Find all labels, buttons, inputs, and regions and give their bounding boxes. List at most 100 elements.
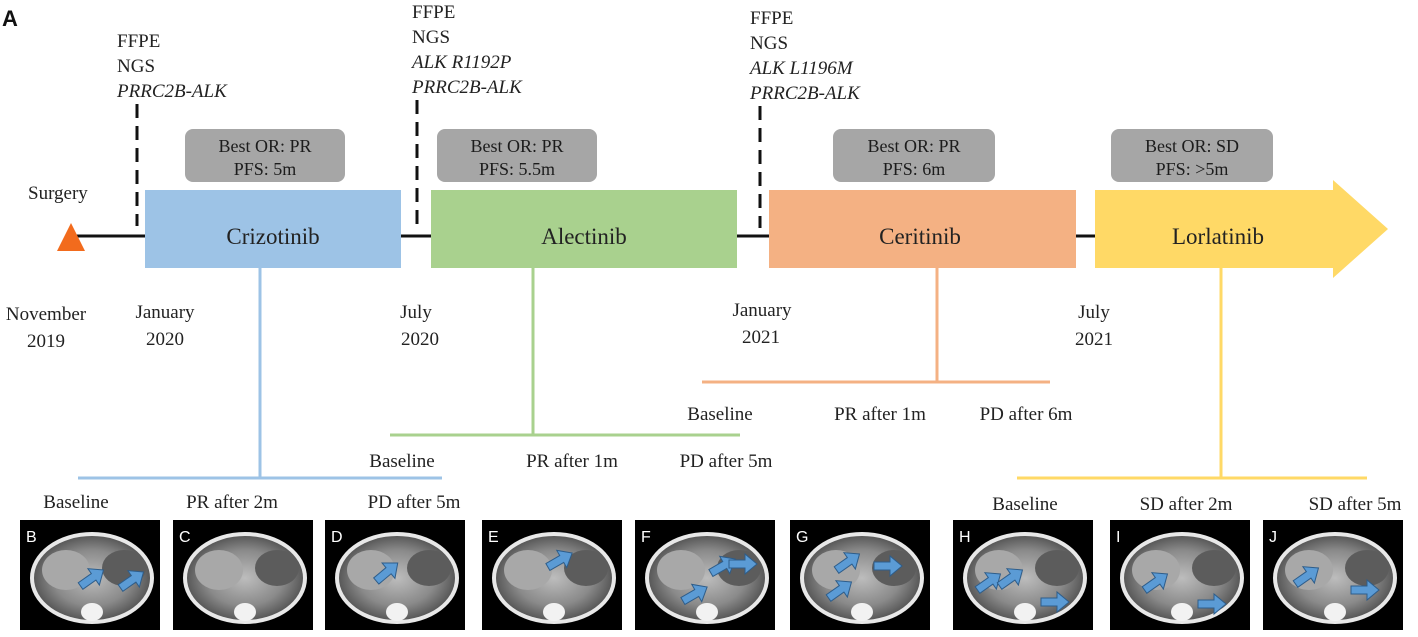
ct-spine bbox=[81, 603, 103, 621]
figure-label: A bbox=[2, 6, 18, 31]
ct-panel-h: H bbox=[953, 520, 1093, 630]
ct-panel-c: C bbox=[173, 520, 313, 630]
ngs2-fusion: PRRC2B-ALK bbox=[411, 77, 523, 98]
ct-spine bbox=[1014, 603, 1036, 621]
scan-label-alectinib-3: PD after 5m bbox=[680, 451, 773, 472]
ct-panel-d: D bbox=[325, 520, 465, 630]
scan-label-lorlatinib-2: SD after 2m bbox=[1140, 494, 1233, 515]
start-year-ceritinib: 2021 bbox=[742, 327, 780, 348]
lesion-arrow-icon bbox=[680, 583, 708, 606]
summary-box-lorlatinib bbox=[1111, 129, 1273, 182]
pfs-crizotinib: PFS: 5m bbox=[234, 159, 297, 179]
lesion-arrow-icon bbox=[1141, 572, 1169, 595]
lesion-arrow-icon bbox=[1040, 590, 1070, 614]
scan-label-ceritinib-1: Baseline bbox=[687, 404, 752, 425]
ngs3-line1: FFPE bbox=[750, 8, 793, 29]
lesion-arrow-icon bbox=[825, 580, 853, 603]
drug-bar-alectinib bbox=[431, 190, 737, 268]
ct-organ bbox=[1035, 550, 1079, 586]
ngs-annotation-2: FFPE NGS ALK R1192P PRRC2B-ALK bbox=[410, 2, 523, 226]
best-or-alectinib: Best OR: PR bbox=[470, 136, 563, 156]
drug-bar-crizotinib bbox=[145, 190, 401, 268]
ct-panel-letter: E bbox=[488, 529, 499, 546]
surgery-date-month: November bbox=[6, 304, 87, 325]
treatment-lorlatinib: Best OR: SD PFS: >5m Lorlatinib July 202… bbox=[992, 129, 1402, 515]
ngs3-fusion: PRRC2B-ALK bbox=[749, 83, 861, 104]
ct-liver bbox=[504, 550, 552, 590]
ct-spine bbox=[386, 603, 408, 621]
ct-organ bbox=[1192, 550, 1236, 586]
scan-label-crizotinib-2: PR after 2m bbox=[186, 492, 278, 513]
ngs3-line2: NGS bbox=[750, 33, 788, 54]
drug-name-alectinib: Alectinib bbox=[541, 224, 627, 249]
ct-panel-f: F bbox=[635, 520, 775, 630]
ct-spine bbox=[696, 603, 718, 621]
pfs-alectinib: PFS: 5.5m bbox=[479, 159, 555, 179]
scan-label-crizotinib-3: PD after 5m bbox=[368, 492, 461, 513]
pfs-lorlatinib: PFS: >5m bbox=[1156, 159, 1229, 179]
ngs3-mutation: ALK L1196M bbox=[748, 58, 854, 79]
ct-liver bbox=[42, 550, 90, 590]
surgery-marker-icon bbox=[57, 223, 85, 251]
ct-panel-letter: G bbox=[796, 529, 808, 546]
ngs-annotation-3: FFPE NGS ALK L1196M PRRC2B-ALK bbox=[748, 8, 861, 228]
ct-spine bbox=[543, 603, 565, 621]
ct-spine bbox=[1171, 603, 1193, 621]
scan-label-alectinib-1: Baseline bbox=[369, 451, 434, 472]
start-year-alectinib: 2020 bbox=[401, 329, 439, 350]
surgery-label: Surgery bbox=[28, 183, 88, 204]
drug-name-ceritinib: Ceritinib bbox=[879, 224, 961, 249]
lesion-arrow-icon bbox=[1197, 592, 1227, 616]
pfs-ceritinib: PFS: 6m bbox=[883, 159, 946, 179]
ct-liver bbox=[657, 550, 705, 590]
best-or-ceritinib: Best OR: PR bbox=[867, 136, 960, 156]
lesion-arrow-icon bbox=[372, 562, 399, 585]
ct-panel-letter: C bbox=[179, 529, 191, 546]
ngs2-line2: NGS bbox=[412, 27, 450, 48]
ct-panel-e: E bbox=[482, 520, 622, 630]
lesion-arrow-icon bbox=[545, 549, 573, 572]
treatment-crizotinib: Best OR: PR PFS: 5m Crizotinib January 2… bbox=[43, 129, 461, 513]
scan-label-crizotinib-1: Baseline bbox=[43, 492, 108, 513]
ct-organ bbox=[255, 550, 299, 586]
start-month-alectinib: July bbox=[400, 302, 432, 323]
ngs1-line1: FFPE bbox=[117, 31, 160, 52]
ct-spine bbox=[234, 603, 256, 621]
drug-name-lorlatinib: Lorlatinib bbox=[1172, 224, 1264, 249]
summary-box-ceritinib bbox=[833, 129, 995, 182]
ct-panel-b: B bbox=[20, 520, 160, 630]
lesion-arrow-icon bbox=[117, 570, 145, 593]
drug-name-crizotinib: Crizotinib bbox=[226, 224, 319, 249]
start-year-crizotinib: 2020 bbox=[146, 329, 184, 350]
scan-label-lorlatinib-1: Baseline bbox=[992, 494, 1057, 515]
surgery-date-year: 2019 bbox=[27, 331, 65, 352]
summary-box-crizotinib bbox=[185, 129, 345, 182]
ct-panel-letter: J bbox=[1269, 529, 1277, 546]
scan-label-alectinib-2: PR after 1m bbox=[526, 451, 618, 472]
scan-label-ceritinib-2: PR after 1m bbox=[834, 404, 926, 425]
ngs2-mutation: ALK R1192P bbox=[410, 52, 512, 73]
ct-organ bbox=[1345, 550, 1389, 586]
summary-box-alectinib bbox=[437, 129, 597, 182]
ct-panel-j: J bbox=[1263, 520, 1403, 630]
ct-panel-g: G bbox=[790, 520, 930, 630]
start-month-ceritinib: January bbox=[732, 300, 792, 321]
drug-arrow-lorlatinib bbox=[1095, 180, 1388, 278]
ct-panel-letter: F bbox=[641, 529, 651, 546]
lesion-arrow-icon bbox=[833, 552, 861, 575]
start-month-lorlatinib: July bbox=[1078, 302, 1110, 323]
best-or-crizotinib: Best OR: PR bbox=[218, 136, 311, 156]
ct-liver bbox=[1132, 550, 1180, 590]
start-year-lorlatinib: 2021 bbox=[1075, 329, 1113, 350]
ct-panel-letter: H bbox=[959, 529, 971, 546]
ct-organ bbox=[564, 550, 608, 586]
ngs1-line2: NGS bbox=[117, 56, 155, 77]
lesion-arrow-icon bbox=[1292, 566, 1320, 589]
treatment-alectinib: Best OR: PR PFS: 5.5m Alectinib July 202… bbox=[369, 129, 773, 472]
ngs2-line1: FFPE bbox=[412, 2, 455, 23]
ngs-annotation-1: FFPE NGS PRRC2B-ALK bbox=[116, 31, 228, 226]
ngs1-fusion: PRRC2B-ALK bbox=[116, 81, 228, 102]
